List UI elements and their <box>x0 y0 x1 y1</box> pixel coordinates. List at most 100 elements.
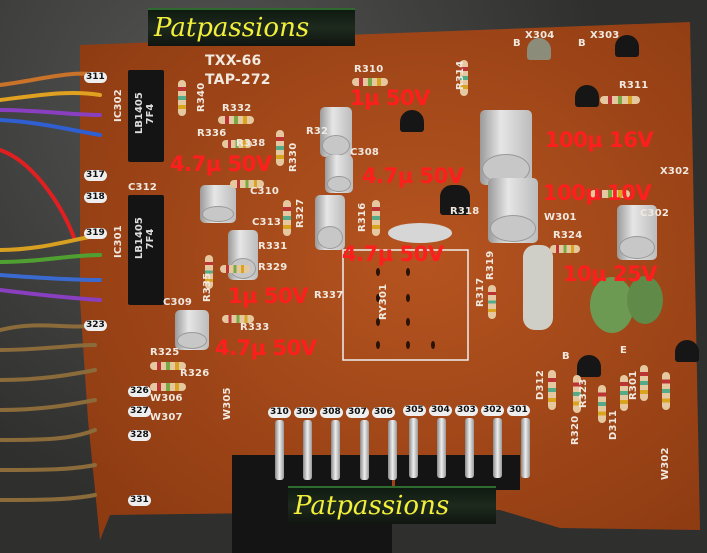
pin-label: 317 <box>84 170 107 181</box>
ic-marking: LB1405 7F4 <box>134 217 156 259</box>
capacitor-100u-10v <box>488 178 538 243</box>
label-r311: R311 <box>619 80 649 91</box>
label-r316: R316 <box>357 202 368 232</box>
label-r335: R335 <box>202 272 213 302</box>
pin-label: 307 <box>346 407 369 418</box>
label-c312: C312 <box>128 182 158 193</box>
connector-pin <box>521 418 530 478</box>
annotation-capacitor-value: 1µ 50V <box>350 86 430 110</box>
transistor <box>440 185 470 215</box>
pin-label: 311 <box>84 72 107 83</box>
pin-label: 302 <box>481 405 504 416</box>
resistor-r310 <box>352 78 388 86</box>
label-r340: R340 <box>196 82 207 112</box>
label-r314: R314 <box>455 60 466 90</box>
resistor-r318 <box>388 223 452 243</box>
capacitor-c310 <box>200 185 236 223</box>
annotation-capacitor-value: 1µ 50V <box>228 284 308 308</box>
annotation-capacitor-value: 100µ 16V <box>545 128 654 152</box>
label-b: B <box>578 38 586 49</box>
label-r323: R323 <box>578 378 589 408</box>
label-r318: R318 <box>450 206 480 217</box>
annotation-capacitor-value: 4.7µ 50V <box>170 152 272 176</box>
annotation-capacitor-value: 4.7µ 50V <box>362 164 464 188</box>
connector-pin <box>331 420 340 480</box>
label-ry301: RY301 <box>378 283 389 320</box>
ic-marking: LB1405 7F4 <box>134 92 156 134</box>
resistor <box>230 180 264 188</box>
resistor-r314 <box>460 60 468 96</box>
label-r32: R32 <box>306 126 329 137</box>
label-c308: C308 <box>350 147 380 158</box>
label-w301: W301 <box>544 212 577 223</box>
label-r324: R324 <box>553 230 583 241</box>
pin-label: 318 <box>84 192 107 203</box>
resistor-r336 <box>222 140 252 148</box>
resistor <box>598 385 606 423</box>
wire-harness <box>0 71 102 502</box>
resistor-r325 <box>150 362 186 370</box>
pin-label: 328 <box>128 430 151 441</box>
capacitor-100u-16v <box>480 110 532 185</box>
resistor-r311 <box>600 96 640 104</box>
cement-resistor <box>523 245 553 330</box>
label-c302: C302 <box>640 208 670 219</box>
label-x304: X304 <box>525 30 555 41</box>
label-w305: W305 <box>222 387 233 420</box>
pin-label: 326 <box>128 386 151 397</box>
label-ic301: IC301 <box>113 225 124 258</box>
pin-label: 306 <box>372 407 395 418</box>
annotation-capacitor-value: 4.7µ 50V <box>342 242 444 266</box>
label-r326: R326 <box>180 368 210 379</box>
pin-label: 323 <box>84 320 107 331</box>
ceramic-capacitor <box>590 277 634 333</box>
resistor <box>662 372 670 410</box>
label-c309: C309 <box>163 297 193 308</box>
label-r310: R310 <box>354 64 384 75</box>
pin-label: 301 <box>507 405 530 416</box>
resistor-r316 <box>372 200 380 236</box>
resistor-r301 <box>640 365 648 401</box>
connector-pin <box>493 418 502 478</box>
resistor-r332 <box>218 116 254 124</box>
label-r325: R325 <box>150 347 180 358</box>
ic-ic302: LB1405 7F4 <box>128 70 164 162</box>
pin-label: 308 <box>320 407 343 418</box>
label-r330: R330 <box>288 142 299 172</box>
label-r332: R332 <box>222 103 252 114</box>
label-c310: C310 <box>250 186 280 197</box>
board-model: TXX-66 <box>205 53 262 69</box>
diode-d312 <box>548 370 556 410</box>
label-w306: W306 <box>150 393 183 404</box>
relay-outline <box>342 249 469 361</box>
label-b: B <box>513 38 521 49</box>
connector-pin <box>437 418 446 478</box>
connector-pin <box>360 420 369 480</box>
resistor-w306 <box>150 383 186 391</box>
ic-ic301: LB1405 7F4 <box>128 195 164 305</box>
resistor-r333 <box>222 315 254 323</box>
connector-pin <box>388 420 397 480</box>
label-r336: R336 <box>197 128 227 139</box>
watermark-top: Patpassions <box>148 8 355 46</box>
board-part: TAP-272 <box>205 72 271 88</box>
label-r320: R320 <box>570 415 581 445</box>
label-r331: R331 <box>258 241 288 252</box>
pcb-substrate <box>80 22 700 540</box>
connector-pin <box>275 420 284 480</box>
label-d312: D312 <box>535 370 546 400</box>
capacitor <box>320 107 352 157</box>
watermark-bottom: Patpassions <box>288 486 496 524</box>
capacitor-c302 <box>617 205 657 260</box>
label-w307: W307 <box>150 412 183 423</box>
annotation-capacitor-value: 10µ 25V <box>563 262 657 286</box>
label-w302: W302 <box>660 447 671 480</box>
resistor-r323 <box>573 375 581 413</box>
transistor <box>575 85 599 107</box>
resistor-r324 <box>550 245 580 253</box>
label-r338: R338 <box>236 138 266 149</box>
transistor <box>675 340 699 362</box>
connector-pin <box>465 418 474 478</box>
resistor-r329 <box>220 265 250 273</box>
